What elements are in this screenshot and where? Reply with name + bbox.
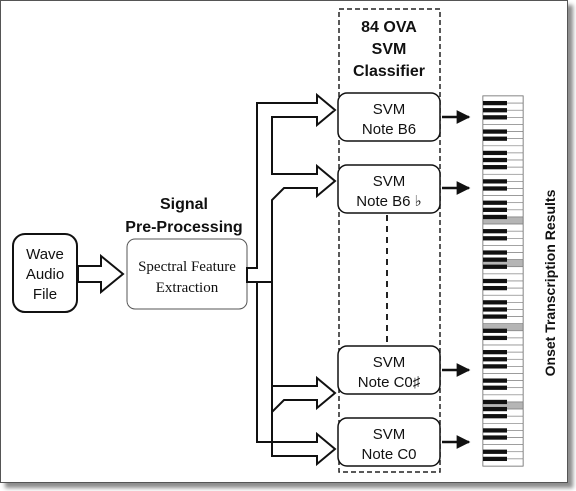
black-key <box>483 179 507 184</box>
black-key <box>483 378 507 383</box>
preprocessing-heading-line-2: Pre-Processing <box>125 219 242 236</box>
black-key <box>483 364 507 369</box>
black-key <box>483 357 507 362</box>
black-key <box>483 214 507 220</box>
black-key <box>483 456 507 462</box>
svm-node-b6: SVM Note B6 <box>337 92 441 142</box>
extraction-line-2: Extraction <box>156 280 219 296</box>
black-key <box>483 385 507 390</box>
wave-audio-line-3: File <box>33 286 57 303</box>
black-key <box>483 165 507 170</box>
black-key <box>483 257 507 262</box>
black-key <box>483 236 507 241</box>
black-key <box>483 264 507 269</box>
svm-node-title: SVM <box>373 426 406 443</box>
extraction-line-1: Spectral Feature <box>138 259 236 275</box>
black-key <box>483 278 507 284</box>
svm-node-title: SVM <box>373 173 406 190</box>
wave-audio-file-box: Wave Audio File <box>12 233 78 313</box>
svm-node-note: Note B6 <box>362 121 416 138</box>
pipeline-diagram: Wave Audio File Signal Pre-Processing Sp… <box>12 8 558 473</box>
svm-node-note: Note B6 ♭ <box>356 193 421 210</box>
black-key <box>483 307 507 312</box>
black-key <box>483 200 507 205</box>
black-key <box>483 314 507 319</box>
piano-keyboard <box>482 95 524 467</box>
black-key <box>483 335 507 341</box>
black-key <box>483 108 507 113</box>
black-key <box>483 129 507 134</box>
svm-node-c0-sharp: SVM Note C0♯ <box>337 345 441 395</box>
black-key <box>483 435 507 440</box>
black-key <box>483 136 507 141</box>
black-key <box>483 186 507 191</box>
spectral-feature-extraction-box: Spectral Feature Extraction <box>126 238 248 310</box>
black-key <box>483 300 507 305</box>
black-key <box>483 449 507 454</box>
classifier-heading-line-2: SVM <box>372 41 407 58</box>
diagram-frame: Wave Audio File Signal Pre-Processing Sp… <box>0 0 568 483</box>
black-key <box>483 100 507 106</box>
classifier-heading-line-3: Classifier <box>353 63 425 80</box>
svm-node-note: Note C0 <box>361 446 416 463</box>
black-key <box>483 150 507 156</box>
svm-node-b6-flat: SVM Note B6 ♭ <box>337 164 441 214</box>
svm-node-title: SVM <box>373 101 406 118</box>
svm-node-note: Note C0♯ <box>358 374 421 391</box>
svm-node-c0: SVM Note C0 <box>337 417 441 467</box>
svm-node-title: SVM <box>373 354 406 371</box>
black-key <box>483 399 507 405</box>
black-key <box>483 207 507 212</box>
wave-audio-line-1: Wave <box>26 246 64 263</box>
black-key <box>483 157 507 163</box>
black-key <box>483 229 507 234</box>
wave-audio-line-2: Audio <box>26 266 64 283</box>
black-key <box>483 285 507 291</box>
onset-transcription-label: Onset Transcription Results <box>542 189 558 376</box>
black-key <box>483 250 507 255</box>
preprocessing-heading-line-1: Signal <box>160 196 208 213</box>
black-key <box>483 350 507 355</box>
input-block-arrow <box>77 253 125 295</box>
black-key <box>483 428 507 433</box>
black-key <box>483 414 507 419</box>
black-key <box>483 328 507 333</box>
black-key <box>483 115 507 120</box>
black-key <box>483 406 507 412</box>
classifier-heading-line-1: 84 OVA <box>361 19 417 36</box>
branch-connector <box>246 92 337 467</box>
classifier-dashed-box <box>338 8 441 473</box>
